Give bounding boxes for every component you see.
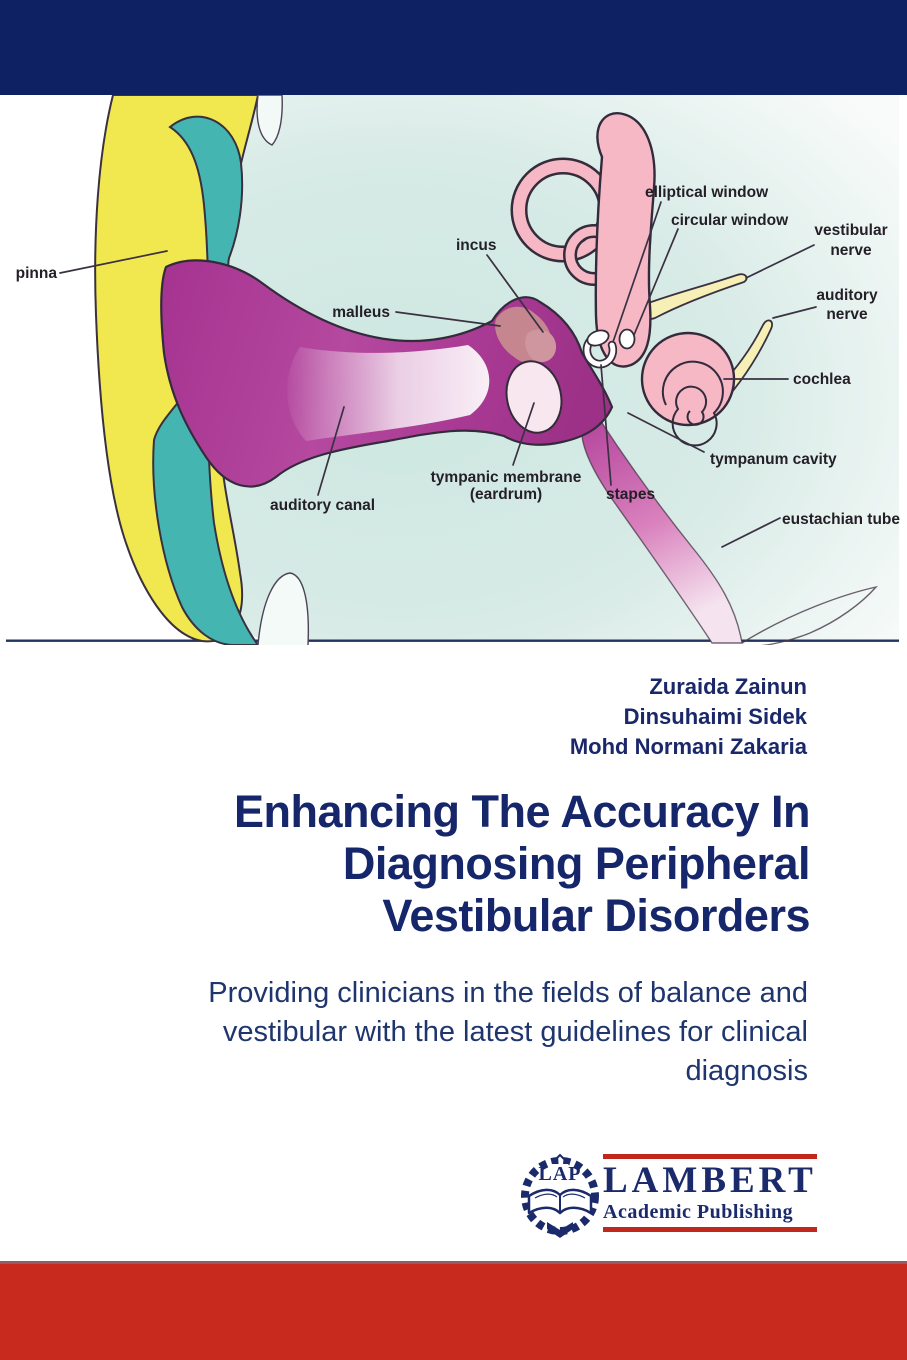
title-line-2: Diagnosing Peripheral [342,838,811,889]
eardrum-shape [505,360,563,434]
caret-icon [555,1153,565,1160]
label-tympanum-cavity: tympanum cavity [710,451,837,468]
lap-acronym: LAP [539,1163,582,1185]
label-malleus: malleus [332,304,390,321]
title-line-3: Vestibular Disorders [382,890,810,941]
label-eardrum: (eardrum) [470,486,542,503]
book-title: Enhancing The Accuracy In Diagnosing Per… [234,786,810,942]
author-3: Mohd Normani Zakaria [569,734,807,759]
inner-ear-shape [510,112,773,447]
label-auditory-canal: auditory canal [270,497,375,514]
elliptical-window-shape [586,329,610,347]
author-2: Dinsuhaimi Sidek [623,704,807,729]
book-subtitle: Providing clinicians in the fields of ba… [208,974,808,1091]
ear-canal-lumen [287,345,490,441]
bottom-red-bar [0,1264,907,1360]
label-pinna: pinna [16,265,58,282]
diagram-labels: pinna incus malleus elliptical window ci… [16,184,901,528]
ossicles-shape [495,306,557,364]
earlobe-outline [257,572,310,645]
label-incus: incus [456,237,496,254]
logo-bottom-rule [603,1227,817,1232]
label-stapes: stapes [606,486,655,503]
top-navy-bar [0,0,907,95]
label-circular-window: circular window [671,212,789,229]
open-book-icon [527,1188,593,1215]
label-elliptical-window: elliptical window [645,184,769,201]
logo-top-rule [603,1154,817,1159]
subtitle-line-1: Providing clinicians in the fields of ba… [208,977,808,1009]
publisher-wordmark: LAMBERT Academic Publishing [603,1154,817,1232]
title-line-1: Enhancing The Accuracy In [234,786,810,837]
vestibule-shape [594,112,656,368]
leader-lines [59,201,817,548]
author-names: Zuraida Zainun Dinsuhaimi Sidek Mohd Nor… [570,672,807,762]
label-vestibular-nerve-2: nerve [830,242,872,259]
label-cochlea: cochlea [793,371,851,388]
publisher-logo: LAP LAMBERT Academic Publishing [517,1146,817,1256]
subtitle-line-3: diagnosis [685,1055,808,1087]
author-1: Zuraida Zainun [649,674,807,699]
ear-anatomy-diagram: pinna incus malleus elliptical window ci… [6,95,901,645]
label-auditory-nerve-2: nerve [826,306,868,323]
ear-anatomy-panel: pinna incus malleus elliptical window ci… [0,95,907,645]
subtitle-line-2: vestibular with the latest guidelines fo… [222,1016,808,1048]
label-vestibular-nerve: vestibular [814,222,887,239]
publisher-tagline: Academic Publishing [603,1201,794,1223]
lap-emblem: LAP [521,1153,599,1238]
eustachian-tube-shape [581,419,878,645]
label-tympanic-membrane: tympanic membrane [431,469,582,486]
bottom-bar-hairline [0,1261,907,1264]
stapes-shape [584,338,616,367]
label-eustachian-tube: eustachian tube [782,511,900,528]
circular-window-shape [618,328,636,350]
publisher-name: LAMBERT [603,1160,817,1201]
wreath-gap [543,1164,577,1176]
label-auditory-nerve: auditory [816,287,878,304]
ear-notch-shape [256,95,283,146]
wreath-stem-icon [547,1222,573,1238]
diagram-bottom-border [6,639,899,642]
